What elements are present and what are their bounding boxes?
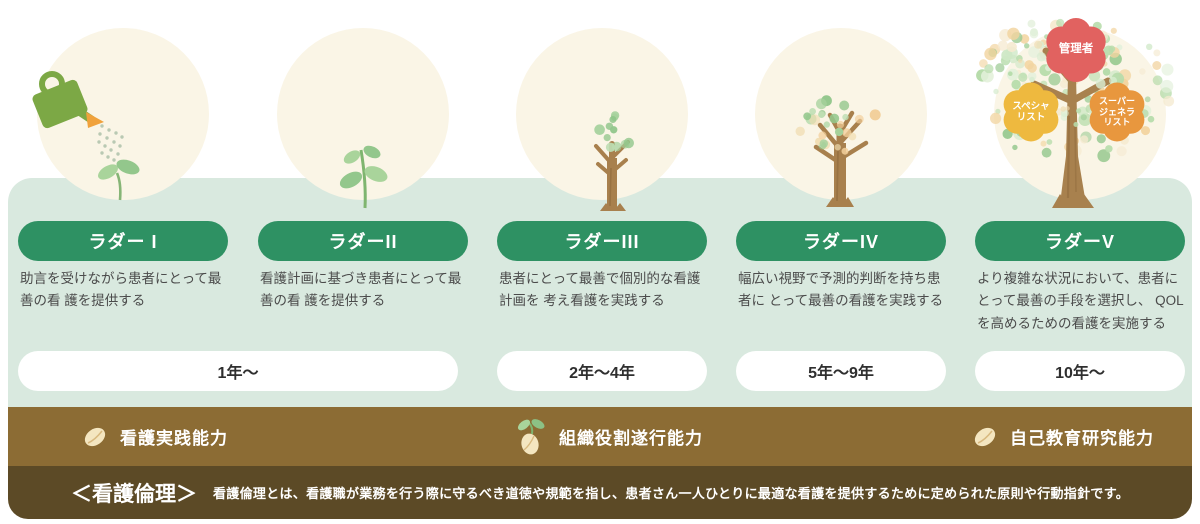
ladder-pill-5: ラダーV [975,221,1185,261]
ladder-pill-4: ラダーIV [736,221,946,261]
ladder-description-4: 幅広い視野で予測的判断を持ち患者に とって最善の看護を実践する [738,271,944,309]
year-badge-1: 1年〜 [18,351,458,391]
flower-petals-icon [1003,82,1059,142]
flower-specialist: スペシャリスト [1000,81,1062,143]
flower-specialist-label: スペシャリスト [1012,100,1050,123]
stage-circle-3 [516,28,688,200]
competency-label: 看護実践能力 [120,429,228,448]
flower-super-generalist-label: スーパージェネラリスト [1098,95,1135,128]
seed-icon [84,427,106,446]
ethics-title: ＜看護倫理＞ [70,482,197,506]
flower-manager: 管理者 [1042,16,1110,84]
flower-super-generalist: スーパージェネラリスト [1086,81,1148,143]
flower-manager-label: 管理者 [1058,43,1094,56]
ladder-description-1: 助言を受けながら患者にとって最善の看 護を提供する [20,271,222,309]
sprout-seed-icon [517,418,545,454]
ladder-description-5: より複雑な状況において、患者にとって最善の手段を選択し、 QOLを高めるための看… [977,271,1184,331]
year-badge-2: 2年〜4年 [497,351,707,391]
ladder-pill-2: ラダーII [258,221,468,261]
watering-can-seedling-icon [32,71,140,201]
ethics-description: 看護倫理とは、看護職が業務を行う際に守るべき道徳や規範を指し、患者さん一人ひとり… [212,486,1129,501]
sprout-icon [339,145,388,209]
ladder-pill-1: ラダー I [18,221,228,261]
competency-item-practice: 看護実践能力 [82,407,228,466]
ladder-description-3: 患者にとって最善で個別的な看護計画を 考え看護を実践する [499,271,701,309]
seed-icon [974,427,996,446]
water-drops [97,124,124,162]
year-badge-3: 5年〜9年 [736,351,946,391]
ladder-description-2: 看護計画に基づき患者にとって最善の看 護を提供する [260,271,462,309]
competency-item-organization: 組織役割遂行能力 [517,407,703,466]
medium-tree-icon [795,95,881,207]
small-tree-icon [594,111,634,211]
flower-petals-icon [1089,82,1145,142]
ethics-bar: ＜看護倫理＞ 看護倫理とは、看護職が業務を行う際に守るべき道徳や規範を指し、患者… [8,466,1192,519]
competency-item-self-education: 自己教育研究能力 [972,407,1154,466]
flower-petals-icon [1046,18,1106,82]
year-badge-4: 10年〜 [975,351,1185,391]
competency-label: 自己教育研究能力 [1010,429,1154,448]
ladder-pill-3: ラダーIII [497,221,707,261]
competency-label: 組織役割遂行能力 [559,429,703,448]
